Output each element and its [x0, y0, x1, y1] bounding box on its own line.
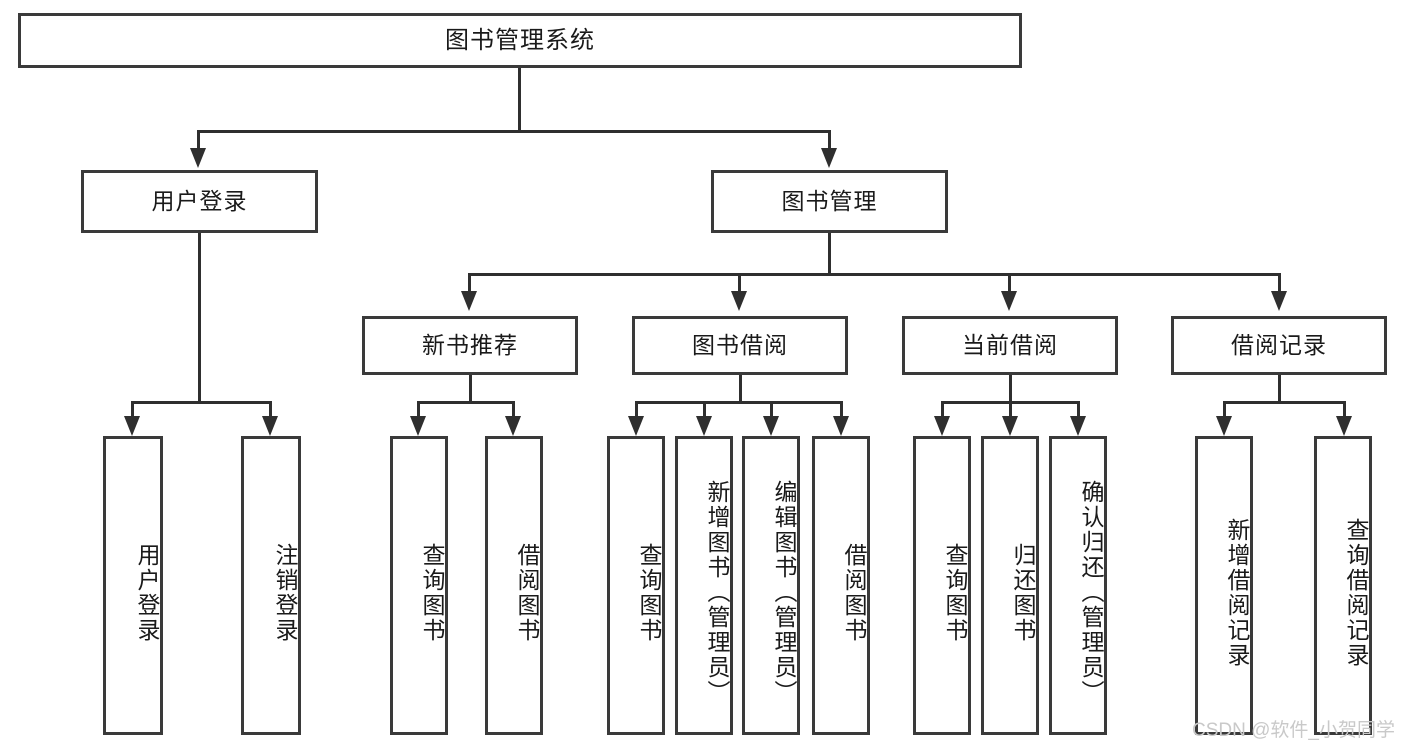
- arrowhead-to-new-book: [461, 291, 477, 311]
- connector-borrow-record-stem: [1278, 375, 1281, 401]
- watermark-csdn: CSDN @软件_小贺同学: [1192, 720, 1395, 741]
- leaf-current-borrow-return-book[interactable]: 归还图书: [981, 436, 1039, 735]
- connector-root-to-user-login: [197, 130, 200, 150]
- connector-new-book-stem: [469, 375, 472, 401]
- connector-bm-to-new-book: [468, 273, 471, 295]
- leaf-current-borrow-confirm-return-admin[interactable]: 确认归还（管理员）: [1049, 436, 1107, 735]
- connector-borrow-record-bus: [1223, 401, 1343, 404]
- connector-new-book-bus: [417, 401, 515, 404]
- connector-user-login-stem: [198, 233, 201, 404]
- connector-book-borrow-to-leaf-2: [703, 401, 706, 421]
- connector-user-login-to-leaf-2: [269, 401, 272, 421]
- connector-current-borrow-stem: [1009, 375, 1012, 401]
- node-book-management[interactable]: 图书管理: [711, 170, 948, 233]
- arrowhead-current-borrow-leaf-1: [934, 416, 950, 436]
- connector-current-borrow-to-leaf-1: [941, 401, 944, 421]
- connector-user-login-bus: [131, 401, 270, 404]
- leaf-book-borrow-add-book-admin[interactable]: 新增图书（管理员）: [675, 436, 733, 735]
- connector-book-management-stem: [828, 233, 831, 273]
- leaf-book-borrow-borrow-book[interactable]: 借阅图书: [812, 436, 870, 735]
- arrowhead-new-book-leaf-2: [505, 416, 521, 436]
- leaf-current-borrow-query-book[interactable]: 查询图书: [913, 436, 971, 735]
- connector-bm-to-book-borrow: [738, 273, 741, 295]
- node-borrow-record[interactable]: 借阅记录: [1171, 316, 1387, 375]
- arrowhead-book-borrow-leaf-2: [696, 416, 712, 436]
- leaf-new-book-borrow-book[interactable]: 借阅图书: [485, 436, 543, 735]
- arrowhead-to-book-borrow: [731, 291, 747, 311]
- arrowhead-book-borrow-leaf-1: [628, 416, 644, 436]
- leaf-user-login-login[interactable]: 用户登录: [103, 436, 163, 735]
- arrowhead-book-borrow-leaf-4: [833, 416, 849, 436]
- connector-bm-to-current-borrow: [1008, 273, 1011, 295]
- arrowhead-user-login-leaf-1: [124, 416, 140, 436]
- leaf-book-borrow-query-book[interactable]: 查询图书: [607, 436, 665, 735]
- node-new-book-recommend[interactable]: 新书推荐: [362, 316, 578, 375]
- node-current-borrow[interactable]: 当前借阅: [902, 316, 1118, 375]
- connector-current-borrow-to-leaf-3: [1077, 401, 1080, 421]
- leaf-borrow-record-query-record[interactable]: 查询借阅记录: [1314, 436, 1372, 735]
- node-user-login[interactable]: 用户登录: [81, 170, 318, 233]
- connector-root-bus: [197, 130, 831, 133]
- connector-book-borrow-stem: [739, 375, 742, 401]
- leaf-book-borrow-edit-book-admin[interactable]: 编辑图书（管理员）: [742, 436, 800, 735]
- connector-bm-to-borrow-record: [1278, 273, 1281, 295]
- connector-root-stem: [518, 68, 521, 130]
- connector-borrow-record-to-leaf-2: [1343, 401, 1346, 421]
- arrowhead-borrow-record-leaf-1: [1216, 416, 1232, 436]
- connector-current-borrow-to-leaf-2: [1009, 401, 1012, 421]
- arrowhead-current-borrow-leaf-3: [1070, 416, 1086, 436]
- node-book-borrow[interactable]: 图书借阅: [632, 316, 848, 375]
- connector-book-borrow-to-leaf-4: [840, 401, 843, 421]
- node-root-book-management-system[interactable]: 图书管理系统: [18, 13, 1022, 68]
- connector-new-book-to-leaf-2: [512, 401, 515, 421]
- arrowhead-user-login-leaf-2: [262, 416, 278, 436]
- arrowhead-to-current-borrow: [1001, 291, 1017, 311]
- connector-book-borrow-to-leaf-1: [635, 401, 638, 421]
- leaf-borrow-record-add-record[interactable]: 新增借阅记录: [1195, 436, 1253, 735]
- connector-book-borrow-to-leaf-3: [770, 401, 773, 421]
- connector-user-login-to-leaf-1: [131, 401, 134, 421]
- leaf-new-book-query-book[interactable]: 查询图书: [390, 436, 448, 735]
- arrowhead-book-borrow-leaf-3: [763, 416, 779, 436]
- arrowhead-current-borrow-leaf-2: [1002, 416, 1018, 436]
- connector-book-borrow-bus: [635, 401, 843, 404]
- arrowhead-to-user-login: [190, 148, 206, 168]
- connector-borrow-record-to-leaf-1: [1223, 401, 1226, 421]
- connector-new-book-to-leaf-1: [417, 401, 420, 421]
- arrowhead-to-borrow-record: [1271, 291, 1287, 311]
- leaf-user-login-logout[interactable]: 注销登录: [241, 436, 301, 735]
- arrowhead-to-book-management: [821, 148, 837, 168]
- connector-root-to-book-management: [828, 130, 831, 150]
- arrowhead-new-book-leaf-1: [410, 416, 426, 436]
- connector-book-management-bus: [468, 273, 1280, 276]
- arrowhead-borrow-record-leaf-2: [1336, 416, 1352, 436]
